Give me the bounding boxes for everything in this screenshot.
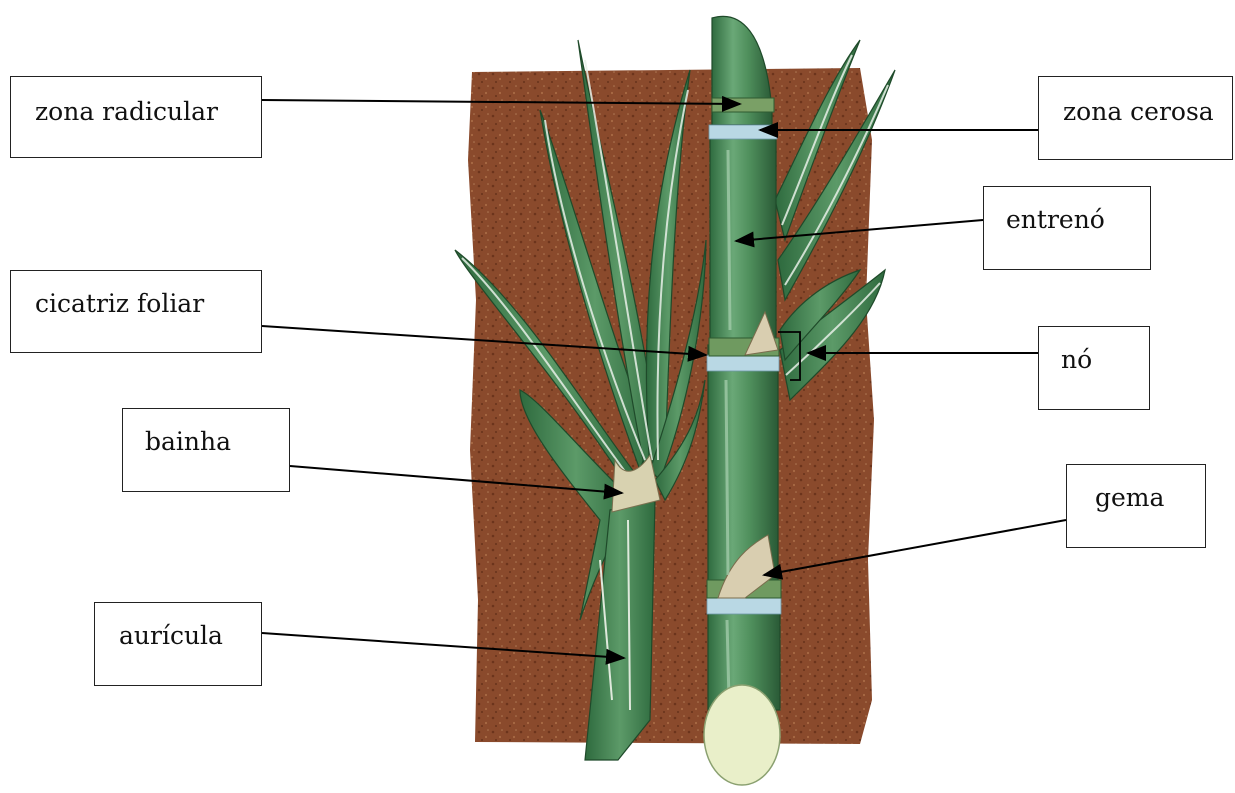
auricula-label: aurícula [119,621,223,650]
zona-cerosa-box: zona cerosa [1038,76,1233,160]
main-stalk [704,16,781,785]
no-box: nó [1038,326,1150,410]
bainha-box: bainha [122,408,290,492]
cicatriz-foliar-box: cicatriz foliar [10,270,262,353]
zona-radicular-label: zona radicular [35,97,218,126]
no-label: nó [1061,345,1092,374]
zona-radicular-box: zona radicular [10,76,262,158]
zona-cerosa-label: zona cerosa [1063,97,1214,126]
auricula-box: aurícula [94,602,262,686]
entreno-label: entrenó [1006,205,1105,234]
bainha-label: bainha [145,427,231,456]
gema-box: gema [1066,464,1206,548]
cicatriz-foliar-label: cicatriz foliar [35,289,204,318]
gema-label: gema [1095,483,1164,512]
entreno-box: entrenó [983,186,1151,270]
